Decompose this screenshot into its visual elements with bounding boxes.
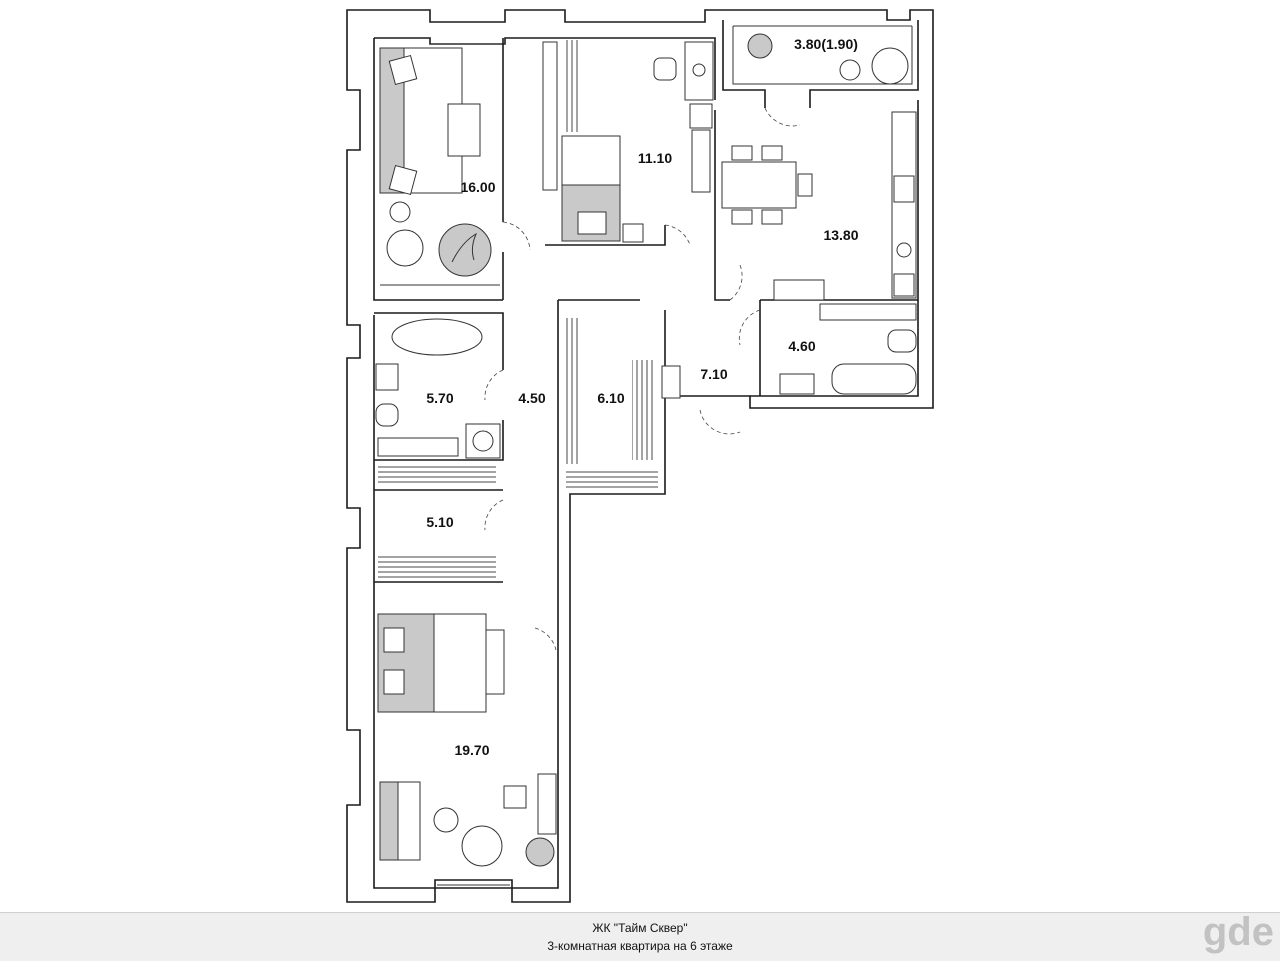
room-area-hall: 7.10	[700, 366, 727, 382]
inner-walls	[374, 38, 918, 583]
room-labels: 16.00 11.10 3.80(1.90) 13.80 7.10 4.60 5…	[426, 36, 858, 758]
outer-walls	[346, 9, 934, 903]
complex-name: ЖК "Тайм Сквер"	[592, 921, 688, 935]
footer-caption: ЖК "Тайм Сквер" 3-комнатная квартира на …	[0, 912, 1280, 961]
room-area-bathroom-2: 5.70	[426, 390, 453, 406]
living-room-furniture	[379, 47, 500, 286]
kitchen-furniture	[721, 111, 917, 321]
hall-furniture	[661, 365, 681, 399]
door-swings	[484, 107, 801, 651]
room-area-corridor-2: 5.10	[426, 514, 453, 530]
room-area-wardrobe: 6.10	[597, 390, 624, 406]
gde-logo[interactable]: gde	[1202, 910, 1274, 954]
room-area-kitchen: 13.80	[823, 227, 858, 243]
room-area-kids-room: 11.10	[638, 150, 672, 166]
room-area-corridor: 4.50	[518, 390, 545, 406]
floor-plan: 16.00 11.10 3.80(1.90) 13.80 7.10 4.60 5…	[346, 9, 934, 903]
room-area-loggia: 3.80(1.90)	[794, 36, 858, 52]
bedroom-furniture	[377, 613, 557, 867]
loggia-furniture	[747, 33, 909, 85]
room-area-bathroom-1: 4.60	[788, 338, 815, 354]
apartment-description: 3-комнатная квартира на 6 этаже	[547, 939, 733, 953]
bathroom-1-fixtures	[779, 329, 917, 395]
wardrobe-hatching	[378, 40, 658, 578]
room-area-living-room: 16.00	[460, 179, 495, 195]
room-area-bedroom: 19.70	[454, 742, 489, 758]
bathroom-2-fixtures	[375, 318, 501, 459]
kids-room-furniture	[561, 41, 714, 243]
